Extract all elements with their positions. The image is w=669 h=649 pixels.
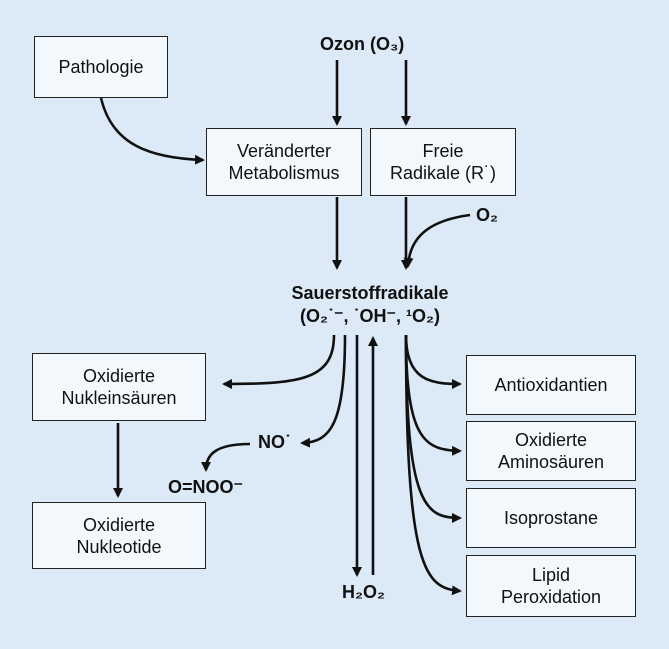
box-lipid-line2: Peroxidation [500,587,602,607]
box-pathologie-line1: Pathologie [58,57,144,77]
box-isoprostane: Isoprostane [466,488,636,548]
box-radikale-line1: Freie [422,141,464,161]
box-lipid-line1: Lipid [531,565,571,585]
arrow-sauerstoff-to-aminosaeuren [404,334,462,456]
label-o2: O₂ [476,205,498,225]
arrow-sauerstoff-to-lipid [404,334,462,596]
box-nukleotide-line1: Oxidierte [82,514,156,535]
arrow-sauerstoff-to-antioxidantien [404,334,462,389]
box-nukleotide-line2: Nukleotide [76,536,162,557]
box-metabolismus-line1: Veränderter [236,141,332,161]
arrow-sauerstoff-to-nukleinsaeuren [222,334,336,389]
box-nukleinsaeuren-line1: Oxidierte [82,366,156,386]
label-ozon: Ozon (O₃) [320,34,405,54]
box-nukleinsaeuren-line2: Nukleinsäuren [61,388,177,408]
box-isoprostane-line1: Isoprostane [503,508,599,528]
box-antioxidantien-line1: Antioxidantien [494,375,608,395]
label-sauerstoff-title: Sauerstoffradikale [291,283,449,303]
arrow-o2-to-sauerstoff [403,213,471,268]
label-sauerstoff-species: (O₂˙⁻, ˙OH⁻, ¹O₂) [300,306,440,326]
box-aminosaeuren-line1: Oxidierte [514,430,588,450]
label-h2o2: H₂O₂ [342,582,385,602]
box-pathologie: Pathologie [34,36,168,98]
box-metabolismus-line2: Metabolismus [228,163,340,183]
arrow-pathologie-to-metabolismus [99,97,205,165]
label-no: NO˙ [258,432,291,452]
arrow-sauerstoff-to-no [300,334,347,448]
box-antioxidantien: Antioxidantien [466,355,636,415]
box-radikale: Freie Radikale (R˙) [370,128,516,196]
box-nukleinsaeuren: Oxidierte Nukleinsäuren [32,353,206,421]
box-nukleotide: Oxidierte Nukleotide [32,502,206,569]
box-aminosaeuren-line2: Aminosäuren [497,452,605,472]
label-onoo: O=NOO⁻ [168,477,244,497]
arrow-no-to-onoo [201,442,251,472]
arrow-sauerstoff-to-isoprostane [404,334,462,523]
box-metabolismus: Veränderter Metabolismus [206,128,362,196]
box-lipid: Lipid Peroxidation [466,555,636,617]
box-aminosaeuren: Oxidierte Aminosäuren [466,421,636,481]
box-radikale-line2: Radikale (R˙) [389,163,497,183]
